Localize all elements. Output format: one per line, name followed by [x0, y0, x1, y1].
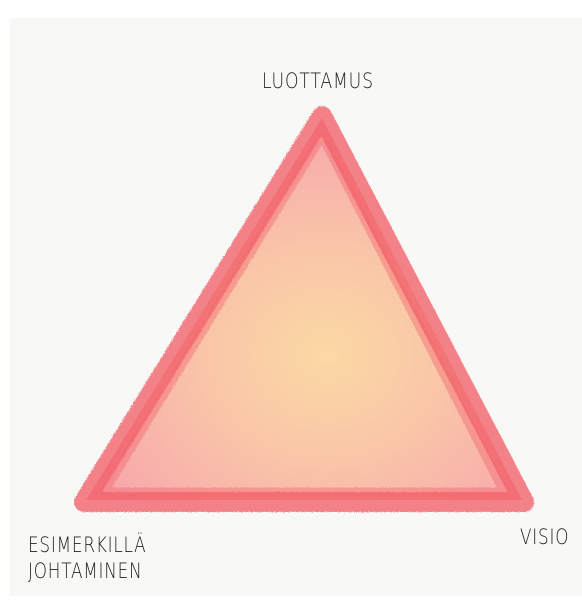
vertex-label-bottom-left: ESIMERKILLÄ JOHTAMINEN — [28, 532, 146, 585]
vertex-label-top: LUOTTAMUS — [262, 68, 374, 94]
vertex-label-bottom-left-line1: ESIMERKILLÄ — [28, 532, 146, 558]
vertex-label-bottom-right: VISIO — [520, 524, 569, 550]
vertex-label-bottom-right-text: VISIO — [520, 525, 569, 549]
vertex-label-top-text: LUOTTAMUS — [262, 69, 374, 93]
vertex-label-bottom-left-line2: JOHTAMINEN — [28, 558, 146, 584]
triangle-fill — [86, 118, 522, 500]
